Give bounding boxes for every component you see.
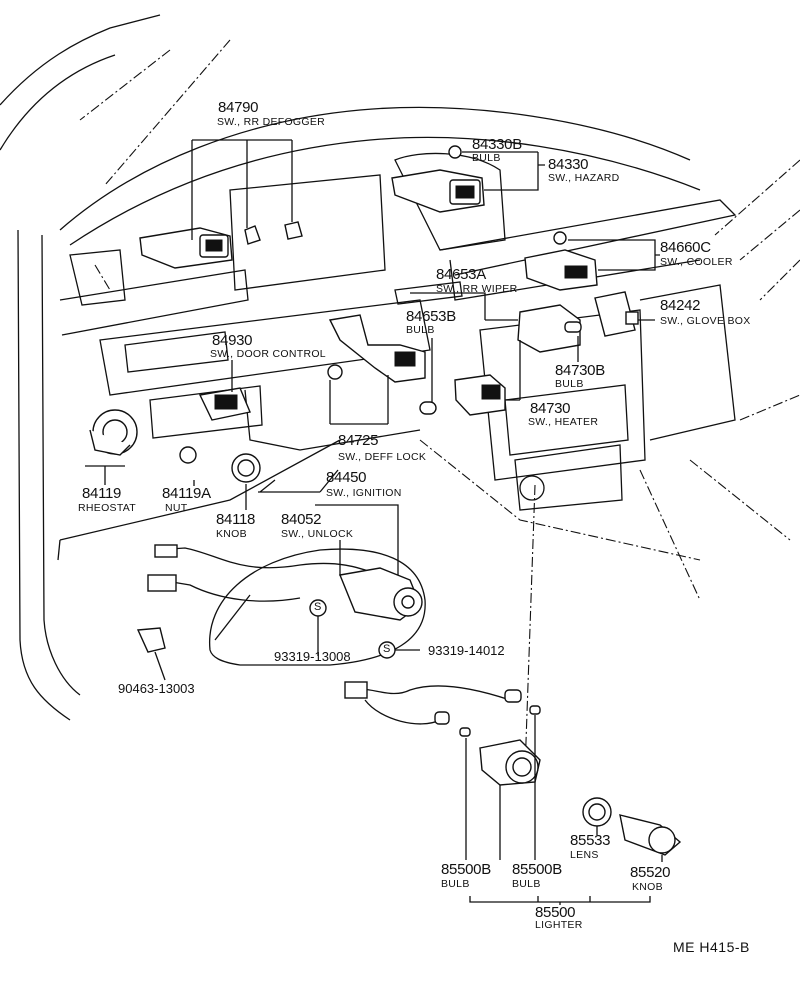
ref-93319-14012: 93319-14012 (428, 643, 505, 658)
callout-85533-number: 85533 (570, 832, 611, 849)
callout-85500B-left-number: 85500B (441, 861, 491, 878)
part-clip (136, 627, 166, 653)
part-door-control-switch (198, 387, 251, 421)
callout-84730B-name: BULB (555, 378, 584, 390)
callout-84118-number: 84118 (216, 511, 256, 528)
callout-84242-number: 84242 (660, 297, 701, 314)
callout-85500B-right-number: 85500B (512, 861, 562, 878)
callout-84330B-name: BULB (472, 152, 501, 164)
callout-84242-name: SW., GLOVE BOX (660, 315, 751, 327)
part-glove-box-switch (594, 291, 639, 337)
callout-84730B-number: 84730B (555, 362, 605, 379)
callout-85500B-right-name: BULB (512, 878, 541, 890)
diagram-code: ME H415-B (673, 939, 750, 955)
callout-84930-name: SW., DOOR CONTROL (210, 348, 326, 360)
screw-symbol-2: S (383, 643, 391, 655)
callout-84653B-name: BULB (406, 324, 435, 336)
callout-84790-number: 84790 (218, 99, 259, 116)
callout-84119-number: 84119 (82, 485, 122, 502)
callout-84725-number: 84725 (338, 432, 379, 449)
ref-90463-13003: 90463-13003 (118, 681, 195, 696)
callout-84930-number: 84930 (212, 332, 253, 349)
callout-84119A-name: NUT (165, 502, 188, 514)
callout-84330-number: 84330 (548, 156, 589, 173)
part-rheostat (89, 409, 261, 483)
callout-85533-name: LENS (570, 849, 599, 861)
callout-85520-number: 85520 (630, 864, 671, 881)
callout-85500-number: 85500 (535, 904, 576, 921)
callout-84653A-number: 84653A (436, 266, 486, 283)
part-deff-lock-switch (327, 314, 426, 383)
part-rr-wiper-switch (517, 304, 582, 353)
callout-84653B-number: 84653B (406, 308, 456, 325)
callout-85500-name: LIGHTER (535, 919, 583, 931)
dashboard-outline (0, 14, 800, 771)
callout-84119A-number: 84119A (162, 485, 211, 502)
part-heater-switch (419, 374, 506, 416)
callout-84052-name: SW., UNLOCK (281, 528, 354, 540)
callout-84653A-name: SW., RR WIPER (436, 283, 518, 295)
callout-85520-name: KNOB (632, 881, 663, 893)
callout-84052-number: 84052 (281, 511, 322, 528)
callout-84330B-number: 84330B (472, 136, 522, 153)
callout-84660C-number: 84660C (660, 239, 711, 256)
screw-symbol-1: S (314, 601, 322, 613)
callout-84660C-name: SW., COOLER (660, 256, 733, 268)
callout-84730-number: 84730 (530, 400, 571, 417)
callout-84725-name: SW., DEFF LOCK (338, 451, 427, 463)
callout-85500B-left-name: BULB (441, 878, 470, 890)
ref-93319-13008: 93319-13008 (274, 649, 351, 664)
callout-84119-name: RHEOSTAT (78, 502, 137, 514)
callout-84330-name: SW., HAZARD (548, 172, 620, 184)
part-hazard-switch (391, 145, 485, 213)
callout-84450-number: 84450 (326, 469, 367, 486)
part-rr-defogger-switch (139, 221, 303, 269)
leader-lines (85, 139, 663, 905)
callout-84730-name: SW., HEATER (528, 416, 599, 428)
part-cooler-switch (524, 231, 598, 291)
callout-84118-name: KNOB (216, 528, 247, 540)
part-lighter-harness (344, 681, 682, 856)
callout-84790-name: SW., RR DEFOGGER (217, 116, 326, 128)
part-ignition-switch (147, 544, 423, 659)
callout-84450-name: SW., IGNITION (326, 487, 402, 499)
